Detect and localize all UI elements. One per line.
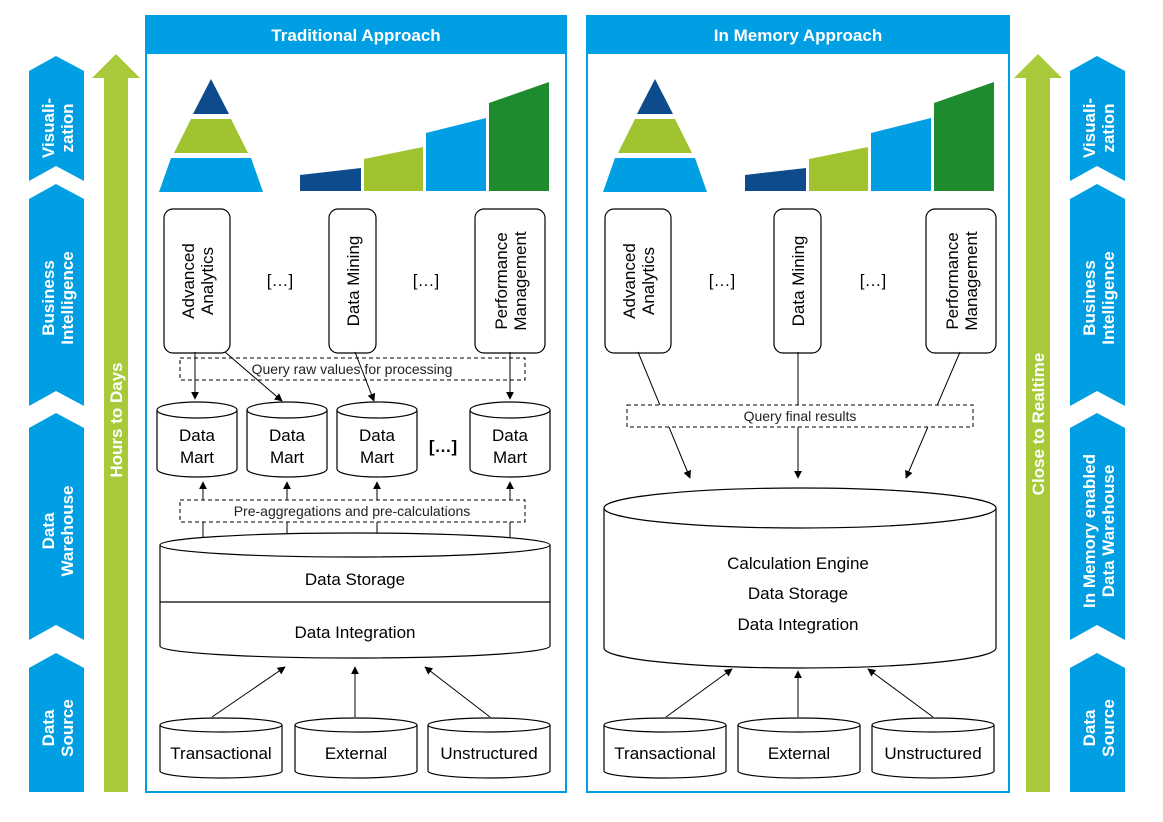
source-unstructured-traditional: Unstructured [427,717,551,779]
traditional-title: Traditional Approach [271,26,440,45]
svg-text:PerformanceManagement: PerformanceManagement [492,231,530,331]
svg-text:Unstructured: Unstructured [440,744,537,763]
source-external-inmemory: External [737,717,861,779]
timeline-arrow-left: Hours to Days [92,54,140,792]
source-unstructured-inmemory: Unstructured [871,717,995,779]
timing-label-left: Hours to Days [107,362,126,477]
rising-bars-icon-inmemory [745,82,994,191]
ellipsis-bi-2-inmemory: […] [860,271,886,290]
source-transactional-inmemory: Transactional [603,717,727,779]
layer-chevron-source-right [1070,653,1125,792]
layer-chevron-bi-right [1070,184,1125,406]
layer-label-dw-right: In Memory enabledData Warehouse [1080,454,1118,608]
bi-tool-performance-management-traditional: PerformanceManagement [474,208,546,354]
svg-text:PerformanceManagement: PerformanceManagement [943,231,981,331]
data-storage-label-inmemory: Data Storage [748,584,848,603]
data-integration-label-traditional: Data Integration [295,623,416,642]
traditional-panel: Traditional Approach AdvancedAnalytics [… [145,15,567,793]
traditional-header [146,16,566,54]
layer-label-visualization-left: Visuali-zation [39,98,77,158]
layer-label-source-left: DataSource [39,699,77,757]
svg-text:Transactional: Transactional [614,744,715,763]
svg-text:AdvancedAnalytics: AdvancedAnalytics [620,243,658,319]
source-transactional-traditional: Transactional [159,717,283,779]
layer-label-source-right: DataSource [1080,699,1118,757]
query-raw-label: Query raw values for processing [252,361,453,377]
layer-label-bi-left: BusinessIntelligence [39,251,77,345]
layer-bar-left: Visuali-zation BusinessIntelligence Data… [29,56,84,792]
bi-tool-advanced-analytics-inmemory: AdvancedAnalytics [604,208,672,354]
layer-chevron-dw-right [1070,413,1125,640]
source-arrows-traditional [211,666,491,718]
bi-tool-data-mining-traditional: Data Mining [328,208,377,354]
query-arrows-traditional [191,351,514,402]
query-raw-box [179,357,526,381]
layer-bar-right: Visuali-zation BusinessIntelligence In M… [1070,56,1125,792]
query-final-box [626,404,974,428]
layer-label-visualization-right: Visuali-zation [1080,98,1118,158]
ellipsis-bi-2-traditional: […] [413,271,439,290]
layer-chevron-visualization-right [1070,56,1125,181]
inmemory-header [587,16,1009,54]
svg-text:AdvancedAnalytics: AdvancedAnalytics [179,243,217,319]
layer-label-bi-right: BusinessIntelligence [1080,251,1118,345]
layer-label-dw-left: DataWarehouse [39,485,77,576]
svg-text:Data Mining: Data Mining [344,236,363,327]
calculation-engine-label: Calculation Engine [727,554,869,573]
data-integration-label-inmemory: Data Integration [738,615,859,634]
engine-cylinder-inmemory: Calculation Engine Data Storage Data Int… [603,487,997,669]
bi-tool-advanced-analytics-traditional: AdvancedAnalytics [163,208,231,354]
layer-chevron-dw-left [29,413,84,640]
svg-text:Unstructured: Unstructured [884,744,981,763]
timing-label-right: Close to Realtime [1029,353,1048,496]
svg-text:Data Mining: Data Mining [789,236,808,327]
preagg-label: Pre-aggregations and pre-calculations [234,503,471,519]
svg-text:Transactional: Transactional [170,744,271,763]
pyramid-icon-traditional [159,79,263,192]
bi-tool-performance-management-inmemory: PerformanceManagement [925,208,997,354]
svg-text:External: External [325,744,387,763]
layer-chevron-bi-left [29,184,84,406]
source-arrows-inmemory [665,668,934,718]
inmemory-panel: In Memory Approach AdvancedAnalytics […]… [586,15,1010,793]
bi-tool-data-mining-inmemory: Data Mining [773,208,822,354]
source-external-traditional: External [294,717,418,779]
dw-cylinder-traditional: Data Storage Data Integration [159,532,551,659]
timeline-arrow-right: Close to Realtime [1014,54,1062,792]
layer-chevron-visualization-left [29,56,84,181]
preagg-box [179,499,526,523]
rising-bars-icon-traditional [300,82,549,191]
inmemory-title: In Memory Approach [714,26,882,45]
ellipsis-bi-1-inmemory: […] [709,271,735,290]
layer-chevron-source-left [29,653,84,792]
data-storage-label-traditional: Data Storage [305,570,405,589]
svg-text:External: External [768,744,830,763]
pyramid-icon-inmemory [603,79,707,192]
ellipsis-datamart-traditional: […] [429,437,457,456]
ellipsis-bi-1-traditional: […] [267,271,293,290]
query-final-label: Query final results [744,408,857,424]
